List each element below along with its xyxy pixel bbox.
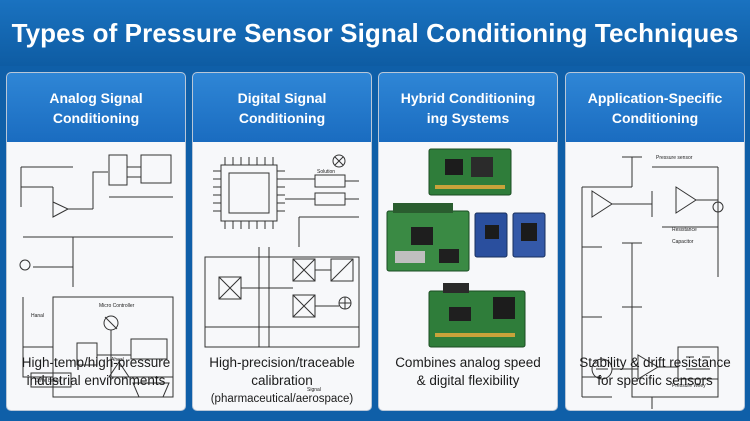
- caption-line-1: High-precision/traceable: [209, 355, 355, 370]
- analog-circuit-diagram: Micro Controller Hanal Drive Brake Aheal: [19, 154, 174, 398]
- panel-hybrid: Hybrid Conditioning ing Systems: [378, 72, 558, 411]
- caption-line-2: calibration: [251, 373, 313, 388]
- heading-line-2: Conditioning: [52, 109, 140, 126]
- page-title: Types of Pressure Sensor Signal Conditio…: [11, 17, 739, 48]
- diagram-label: Aheal: [111, 357, 124, 363]
- caption-line-1: Combines analog speed: [395, 355, 541, 370]
- digital-circuit-diagram: Solution Signal: [204, 154, 360, 393]
- diagram-label: Drive Brake: [35, 378, 61, 384]
- panel-header: Hybrid Conditioning ing Systems: [379, 73, 557, 142]
- caption-line-1: High-temp/high-pressure: [21, 355, 171, 370]
- panel-heading: Application-Specific Conditioning: [580, 88, 730, 128]
- panel-caption: Combines analog speed & digital flexibil…: [379, 354, 557, 390]
- diagram-label: Hanal: [31, 313, 44, 319]
- diagram-label: Signal: [307, 387, 321, 393]
- pcb-board-bottom: [428, 283, 526, 348]
- heading-line-2: ing Systems: [426, 109, 510, 126]
- title-banner: Types of Pressure Sensor Signal Conditio…: [0, 0, 750, 66]
- panel-header: Application-Specific Conditioning: [566, 73, 744, 142]
- pcb-board-blue: [474, 212, 546, 258]
- panel-header: Analog Signal Conditioning: [7, 73, 185, 142]
- diagram-label: Pressure Wiley: [672, 383, 706, 389]
- panel-caption: High-temp/high-pressure industrial envir…: [7, 354, 185, 390]
- heading-line-1: Digital Signal: [237, 89, 327, 106]
- diagram-label: Pressure sensor: [656, 155, 693, 161]
- pcb-board-left: [386, 203, 470, 272]
- caption-line-2: & digital flexibility: [416, 373, 520, 388]
- panel-caption: Stability & drift resistance for specifi…: [566, 354, 744, 390]
- panel-heading: Analog Signal Conditioning: [21, 88, 171, 128]
- heading-line-1: Hybrid Conditioning: [400, 89, 536, 106]
- caption-line-3: (pharmaceutical/aerospace): [210, 393, 354, 405]
- panel-application-specific: Application-Specific Conditioning Pressu…: [565, 72, 745, 411]
- heading-line-1: Application-Specific: [587, 89, 723, 106]
- caption-line-2: industrial environments: [26, 373, 166, 388]
- panel-caption: High-precision/traceable calibration (ph…: [193, 354, 371, 408]
- panel-digital: Digital Signal Conditioning: [192, 72, 372, 411]
- pcb-board-top: [428, 148, 512, 196]
- heading-line-2: Conditioning: [238, 109, 326, 126]
- heading-line-1: Analog Signal: [49, 89, 143, 106]
- diagram-label: Resistance: [672, 227, 697, 233]
- panel-analog: Analog Signal Conditioning Micro Control…: [6, 72, 186, 411]
- panel-heading: Hybrid Conditioning ing Systems: [393, 88, 543, 128]
- application-circuit-diagram: Pressure sensor Resistance Capacitor Pre…: [581, 155, 724, 409]
- panel-heading: Digital Signal Conditioning: [207, 88, 357, 128]
- diagram-label: Capacitor: [672, 239, 694, 245]
- diagram-label: Micro Controller: [99, 303, 135, 309]
- caption-line-1: Stability & drift resistance: [579, 355, 731, 370]
- heading-line-2: Conditioning: [611, 109, 699, 126]
- hybrid-circuit-boards-illustration: [386, 148, 546, 348]
- panel-header: Digital Signal Conditioning: [193, 73, 371, 142]
- caption-line-2: for specific sensors: [597, 373, 713, 388]
- diagram-label: Solution: [317, 169, 335, 175]
